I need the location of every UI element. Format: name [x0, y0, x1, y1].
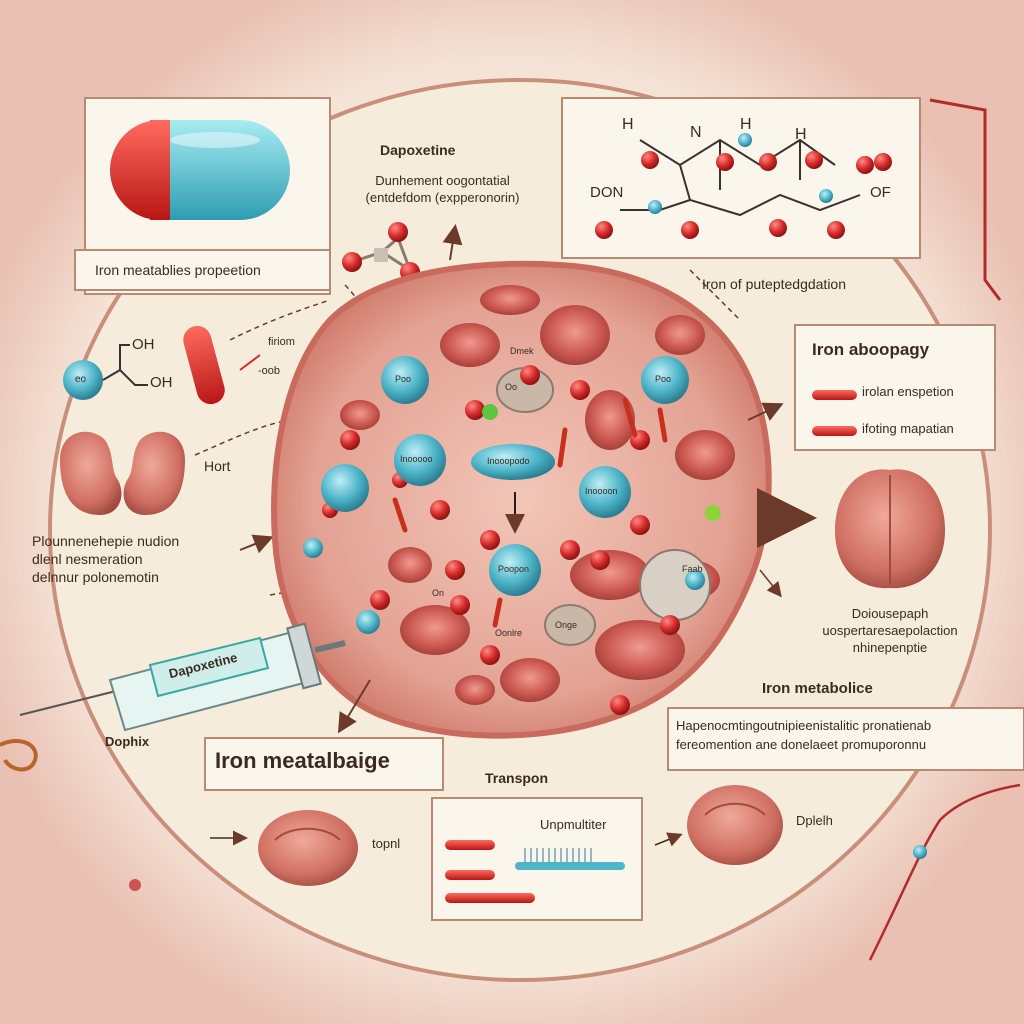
diol-oh1: OH [132, 336, 155, 353]
arrow-bottom-right [654, 832, 683, 847]
arrow-left-desc [239, 534, 274, 554]
liver-icon [835, 469, 945, 589]
cell-label-blue2: Poo [655, 374, 672, 384]
bottom-right-line2: fereomention ane donelaeet promuporonnu [676, 737, 927, 752]
transpon-blue-bar [515, 862, 625, 870]
bottom-right-box [667, 707, 1024, 771]
cell-label-mid: Onge [555, 620, 578, 630]
arrow-up-center [442, 224, 463, 261]
right-desc-line1: Doiousepaph [851, 606, 929, 621]
iron-abo-title: Iron aboopagy [812, 340, 930, 359]
capsule-note1: firiom [268, 336, 295, 348]
iron-meat-big-label: Iron meatalbaige [215, 748, 390, 773]
transpon-item: Unpmultiter [540, 817, 607, 832]
struct-h-right: H [795, 126, 807, 143]
left-desc-line2: dlenl nesmeration [32, 551, 143, 567]
capsule-note2: -oob [258, 365, 281, 377]
arrow-right-down [759, 569, 782, 598]
struct-h-mid: H [740, 116, 752, 133]
right-desc-line3: nhinepenptie [852, 640, 928, 655]
iron-abo-item1: irolan enspetion [862, 384, 954, 399]
struct-of: OF [870, 184, 891, 201]
red-blood-cell-icon [258, 810, 358, 886]
right-desc-line2: uospertaresaepolaction [822, 623, 958, 638]
green-dot-2 [705, 505, 721, 521]
vein-left [0, 739, 38, 772]
left-desc-line3: delnnur polonemotin [32, 569, 159, 585]
cell-label-blue1: Poo [395, 374, 412, 384]
small-blue-node [913, 845, 927, 859]
cell-label-top: Dmek [510, 346, 534, 356]
left-desc-line1: Plounnenehepie nudion [32, 533, 180, 549]
arrow-to-abo [747, 402, 784, 421]
struct-h-left: H [622, 116, 634, 133]
iron-abo-bar2 [812, 426, 857, 436]
kidney-icon [60, 431, 185, 515]
drug-desc-line1: Dunhement oogontatial [375, 173, 510, 188]
cell-label-on: On [432, 588, 445, 598]
drug-description: Dunhement oogontatial (entdefdom (expper… [330, 172, 555, 206]
vein-bottom-right [868, 783, 1021, 961]
left-description: Plounnenehepie nudion dlenl nesmeration … [32, 532, 179, 586]
capsule-icon [110, 120, 290, 220]
right-rbc-icon [687, 785, 783, 865]
molecule-atoms [595, 133, 892, 239]
small-capsule-icon [183, 325, 225, 405]
diol-ball-label: eo [75, 374, 87, 385]
diol-molecule [63, 344, 148, 400]
cell-label-ho: Oo [505, 382, 518, 392]
transpon-bar1 [445, 840, 495, 850]
red-rods [392, 397, 668, 628]
cell-label-bl: Oonlre [495, 628, 523, 638]
iron-abo-bar1 [812, 390, 857, 400]
bottom-right-line1: Hapenocmtingoutnipieenistalitic pronatie… [676, 718, 932, 733]
structure-box [561, 97, 921, 259]
transpon-comb [524, 848, 592, 862]
transpon-bar3 [445, 893, 535, 903]
structure-label: Iron of puteptedgdation [702, 276, 847, 292]
iron-abo-item2: ifoting mapatian [862, 421, 954, 436]
transpon-bar2 [445, 870, 495, 880]
cell-label-fe: Faab [682, 564, 703, 574]
cell-label-blue4: Inoooon [585, 486, 618, 496]
transpon-title: Transpon [485, 770, 549, 786]
iron-meat-box [204, 737, 444, 791]
capsule-red-squiggle [239, 354, 261, 371]
arrow-syringe [337, 679, 371, 734]
bottom-right-description: Hapenocmtingoutnipieenistalitic pronatie… [676, 716, 1018, 754]
struct-n: N [690, 124, 702, 141]
blue-cells [303, 356, 705, 634]
cell-label-blue3: Inooooo [400, 454, 433, 464]
bottom-right-label: Dplelh [796, 813, 833, 828]
dophix-label: Dophix [105, 734, 150, 749]
cell-label-blue6: Poopon [498, 564, 530, 574]
small-red-node [129, 879, 141, 891]
right-description: Doiousepaph uospertaresaepolaction nhine… [790, 605, 990, 656]
grey-cell-bottom [544, 604, 596, 646]
drug-desc-line2: (entdefdom (expperonorin) [365, 190, 520, 205]
bottom-left-label: topnl [372, 836, 401, 851]
green-dot-1 [482, 404, 498, 420]
kidney-label: Hort [204, 458, 231, 474]
pill-box-label-frame [74, 249, 331, 291]
vein-top-right [929, 98, 1002, 301]
struct-don: DON [590, 184, 624, 201]
diol-oh2: OH [150, 374, 173, 391]
drug-title: Dapoxetine [380, 142, 456, 158]
syringe-icon [19, 622, 346, 732]
cell-label-blue5: Inooopodo [487, 456, 530, 466]
pill-box-label: Iron meatablies propeetion [95, 262, 261, 278]
iron-metabolic-label: Iron metabolice [762, 680, 873, 697]
